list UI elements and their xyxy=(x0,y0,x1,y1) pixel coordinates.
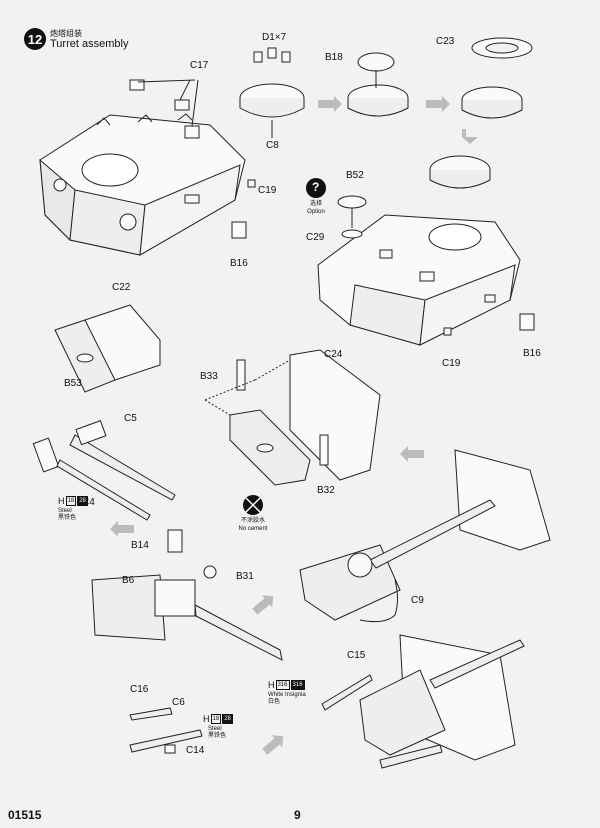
part-label-b31: B31 xyxy=(236,571,254,582)
part-label-c22: C22 xyxy=(112,282,131,293)
part-label-b18: B18 xyxy=(325,52,343,63)
gun-barrel-drawing xyxy=(32,420,176,521)
paint-name-white-cn: 白色 xyxy=(268,699,281,705)
part-label-b52: B52 xyxy=(346,170,364,181)
flow-arrows xyxy=(110,96,478,755)
part-label-b6: B6 xyxy=(122,575,135,586)
option-label: Option xyxy=(307,209,325,215)
paint-name-steel: Steel xyxy=(58,508,72,514)
part-label-c16: C16 xyxy=(130,684,149,695)
part-label-c15: C15 xyxy=(347,650,366,661)
cupola-drawing-1 xyxy=(239,47,305,138)
lower-assembly-drawing xyxy=(321,634,525,769)
turret-drawing-right xyxy=(317,155,535,346)
part-label-c8: C8 xyxy=(266,140,279,151)
paint-name-steel-coax: Steel xyxy=(208,726,222,732)
part-label-d1x7: D1×7 xyxy=(262,32,287,43)
option-label-cn: 选择 xyxy=(309,201,322,207)
part-label-c5: C5 xyxy=(124,413,137,424)
step-title: Turret assembly xyxy=(50,38,129,50)
part-label-b32: B32 xyxy=(317,485,335,496)
part-label-c24: C24 xyxy=(324,349,343,360)
paint-name-steel-cn: 黑铁色 xyxy=(58,515,77,521)
page-number: 9 xyxy=(294,808,301,822)
gun-mount-drawing xyxy=(204,349,381,486)
paint-callout-steel: H 18 28 xyxy=(58,496,88,506)
cupola-drawing-3 xyxy=(461,37,533,119)
gun-assembly-drawing xyxy=(299,449,551,623)
part-label-b16: B16 xyxy=(230,258,248,269)
part-label-c19: C19 xyxy=(258,185,277,196)
paint-callout-white: H 316 316 xyxy=(268,680,305,690)
no-cement-symbol xyxy=(243,495,263,515)
part-label-c19-right: C19 xyxy=(442,358,461,369)
part-label-c6: C6 xyxy=(172,697,185,708)
part-label-b16-right: B16 xyxy=(523,348,541,359)
part-label-b14: B14 xyxy=(131,540,149,551)
cupola-drawing-2 xyxy=(347,52,409,117)
option-icon: ? xyxy=(312,180,320,194)
part-label-c29: C29 xyxy=(306,232,325,243)
part-label-c23: C23 xyxy=(436,36,455,47)
part-label-c17: C17 xyxy=(190,60,209,71)
no-cement-label: No cement xyxy=(238,526,268,532)
part-label-c9: C9 xyxy=(411,595,424,606)
kit-number: 01515 xyxy=(8,808,42,822)
paint-name-white: White Insignia xyxy=(268,692,306,698)
turret-drawing-left xyxy=(39,79,256,256)
no-cement-label-cn: 不涂胶水 xyxy=(240,518,265,524)
part-label-b53: B53 xyxy=(64,378,82,389)
part-label-c14: C14 xyxy=(186,745,205,756)
step-title-cn: 炮塔组装 xyxy=(50,29,82,38)
paint-callout-steel-coax: H 18 28 xyxy=(203,714,233,724)
breech-drawing xyxy=(91,529,283,661)
option-symbol xyxy=(306,178,326,198)
part-label-b33: B33 xyxy=(200,371,218,382)
part-label-c4: C4 xyxy=(82,497,95,508)
coax-mg-drawing xyxy=(129,707,203,754)
paint-name-steel-coax-cn: 黑铁色 xyxy=(208,733,227,739)
step-number: 12 xyxy=(24,28,46,50)
mantlet-drawing xyxy=(54,304,161,393)
